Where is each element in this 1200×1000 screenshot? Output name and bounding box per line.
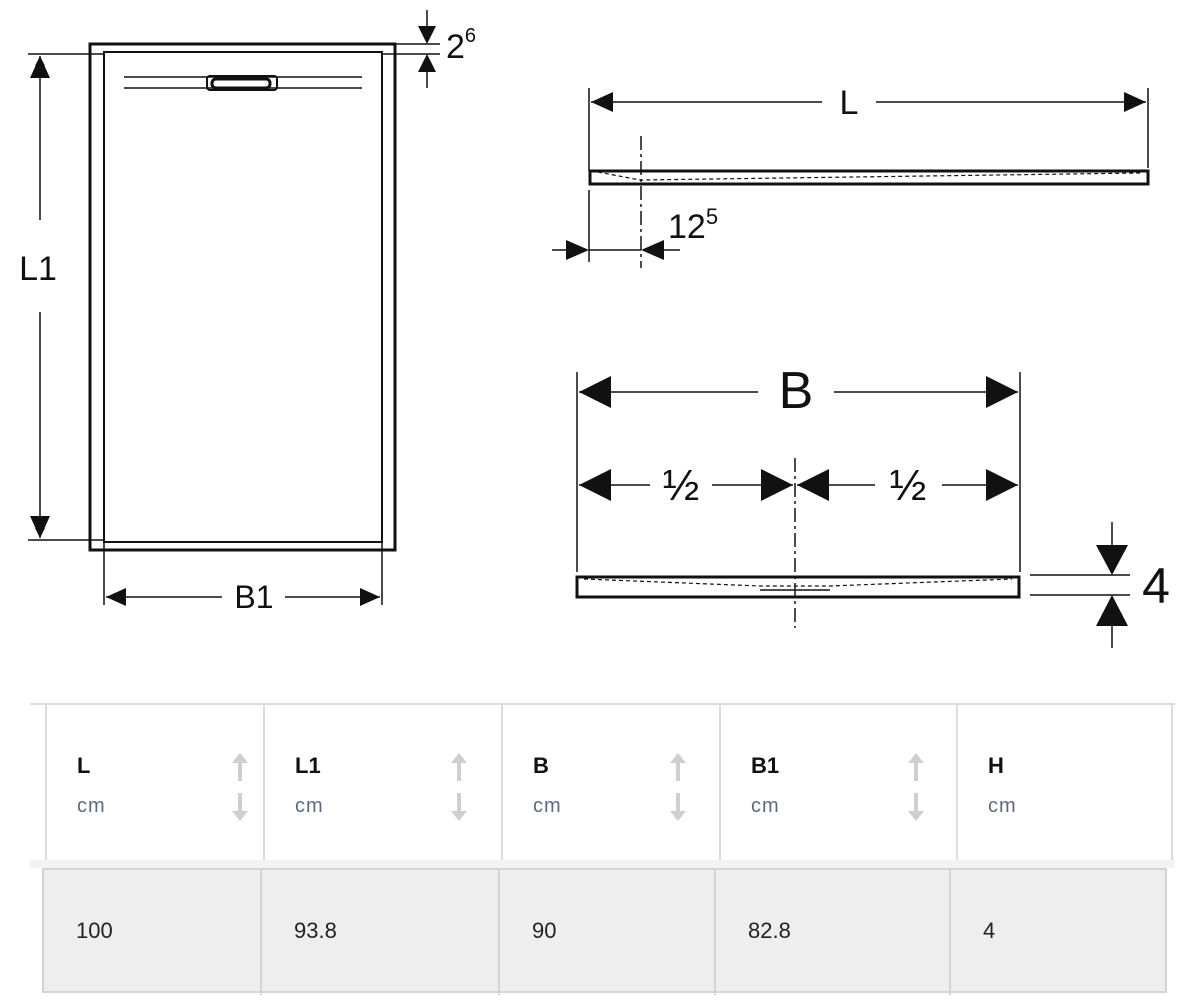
side-slope-line bbox=[597, 171, 1141, 181]
column-header-b[interactable]: B cm bbox=[501, 705, 719, 862]
offset-superscript: 5 bbox=[706, 204, 718, 229]
front-view bbox=[575, 372, 1130, 648]
b1-arrowhead bbox=[106, 588, 126, 606]
table-cell-b: 90 bbox=[498, 870, 716, 995]
tray-outline bbox=[88, 42, 397, 552]
edge-thickness-superscript: 6 bbox=[465, 25, 476, 47]
l-arrowhead bbox=[1124, 92, 1146, 112]
cell-value: 90 bbox=[532, 918, 557, 943]
column-header-h[interactable]: H cm bbox=[956, 705, 1173, 862]
half-right-arrowhead bbox=[797, 469, 829, 501]
l1-arrowhead bbox=[30, 56, 50, 78]
sort-up-down-icon[interactable] bbox=[667, 751, 689, 823]
sort-up-down-icon[interactable] bbox=[905, 751, 927, 823]
column-header-l[interactable]: L cm bbox=[45, 705, 263, 862]
side-profile bbox=[588, 169, 1150, 186]
height-arrowhead bbox=[1096, 545, 1128, 575]
edge-thickness-label: 26 bbox=[446, 25, 476, 66]
table-cell-b1: 82.8 bbox=[714, 870, 951, 995]
tray-inner-outline bbox=[103, 51, 383, 543]
table-cell-l1: 93.8 bbox=[260, 870, 498, 995]
side-view bbox=[552, 88, 1150, 268]
b-arrowhead bbox=[986, 376, 1018, 408]
l-label: L bbox=[840, 84, 859, 122]
offset-arrowhead bbox=[566, 240, 589, 260]
table-cell-h: 4 bbox=[949, 870, 1165, 995]
column-unit: cm bbox=[77, 795, 106, 817]
column-unit: cm bbox=[295, 795, 324, 817]
edge-thickness-base: 2 bbox=[446, 28, 465, 66]
b1-arrowhead bbox=[360, 588, 380, 606]
drain-cover bbox=[206, 75, 278, 91]
table-row: 100 93.8 90 82.8 4 bbox=[42, 868, 1167, 995]
column-header-b1[interactable]: B1 cm bbox=[719, 705, 956, 862]
technical-drawing: L1 B1 26 L 125 bbox=[19, 10, 1170, 648]
sort-up-down-icon[interactable] bbox=[229, 751, 251, 823]
offset-base: 12 bbox=[668, 208, 706, 246]
column-header-l1[interactable]: L1 cm bbox=[263, 705, 501, 862]
sort-up-down-icon[interactable] bbox=[448, 751, 470, 823]
table-cell-l: 100 bbox=[44, 870, 262, 995]
table-header-row: L cm L1 cm B cm B1 cm bbox=[30, 703, 1175, 864]
table-header-divider bbox=[30, 860, 1175, 868]
height-label: 4 bbox=[1142, 558, 1170, 614]
front-slope-line bbox=[583, 578, 1013, 587]
cell-value: 100 bbox=[76, 918, 113, 943]
half-left-arrowhead bbox=[761, 469, 793, 501]
half-left-arrowhead bbox=[579, 469, 611, 501]
l1-label: L1 bbox=[19, 250, 57, 288]
column-name: L bbox=[77, 753, 91, 778]
edge-arrowhead bbox=[418, 54, 436, 72]
half-right-arrowhead bbox=[986, 469, 1018, 501]
edge-arrowhead bbox=[418, 26, 436, 44]
dimension-table: L cm L1 cm B cm B1 cm bbox=[30, 703, 1175, 1000]
column-name: H bbox=[988, 753, 1004, 778]
b-arrowhead bbox=[579, 376, 611, 408]
cell-value: 4 bbox=[983, 918, 996, 943]
column-unit: cm bbox=[751, 795, 780, 817]
half-right-label: ½ bbox=[890, 461, 927, 510]
l1-arrowhead bbox=[30, 516, 50, 538]
l-arrowhead bbox=[591, 92, 613, 112]
column-name: B1 bbox=[751, 753, 780, 778]
column-unit: cm bbox=[533, 795, 562, 817]
front-profile bbox=[575, 575, 1021, 599]
table-bottom-border bbox=[42, 991, 1167, 1000]
b1-label: B1 bbox=[234, 579, 273, 615]
cell-value: 93.8 bbox=[294, 918, 337, 943]
offset-arrowhead bbox=[641, 240, 664, 260]
cell-value: 82.8 bbox=[748, 918, 791, 943]
offset-label: 125 bbox=[668, 204, 718, 246]
column-name: B bbox=[533, 753, 549, 778]
column-name: L1 bbox=[295, 753, 321, 778]
column-unit: cm bbox=[988, 795, 1017, 817]
drain-cover-inner bbox=[210, 77, 272, 90]
half-left-label: ½ bbox=[663, 461, 700, 510]
height-arrowhead bbox=[1096, 595, 1128, 626]
plan-view bbox=[28, 10, 440, 606]
b-label: B bbox=[779, 362, 814, 420]
